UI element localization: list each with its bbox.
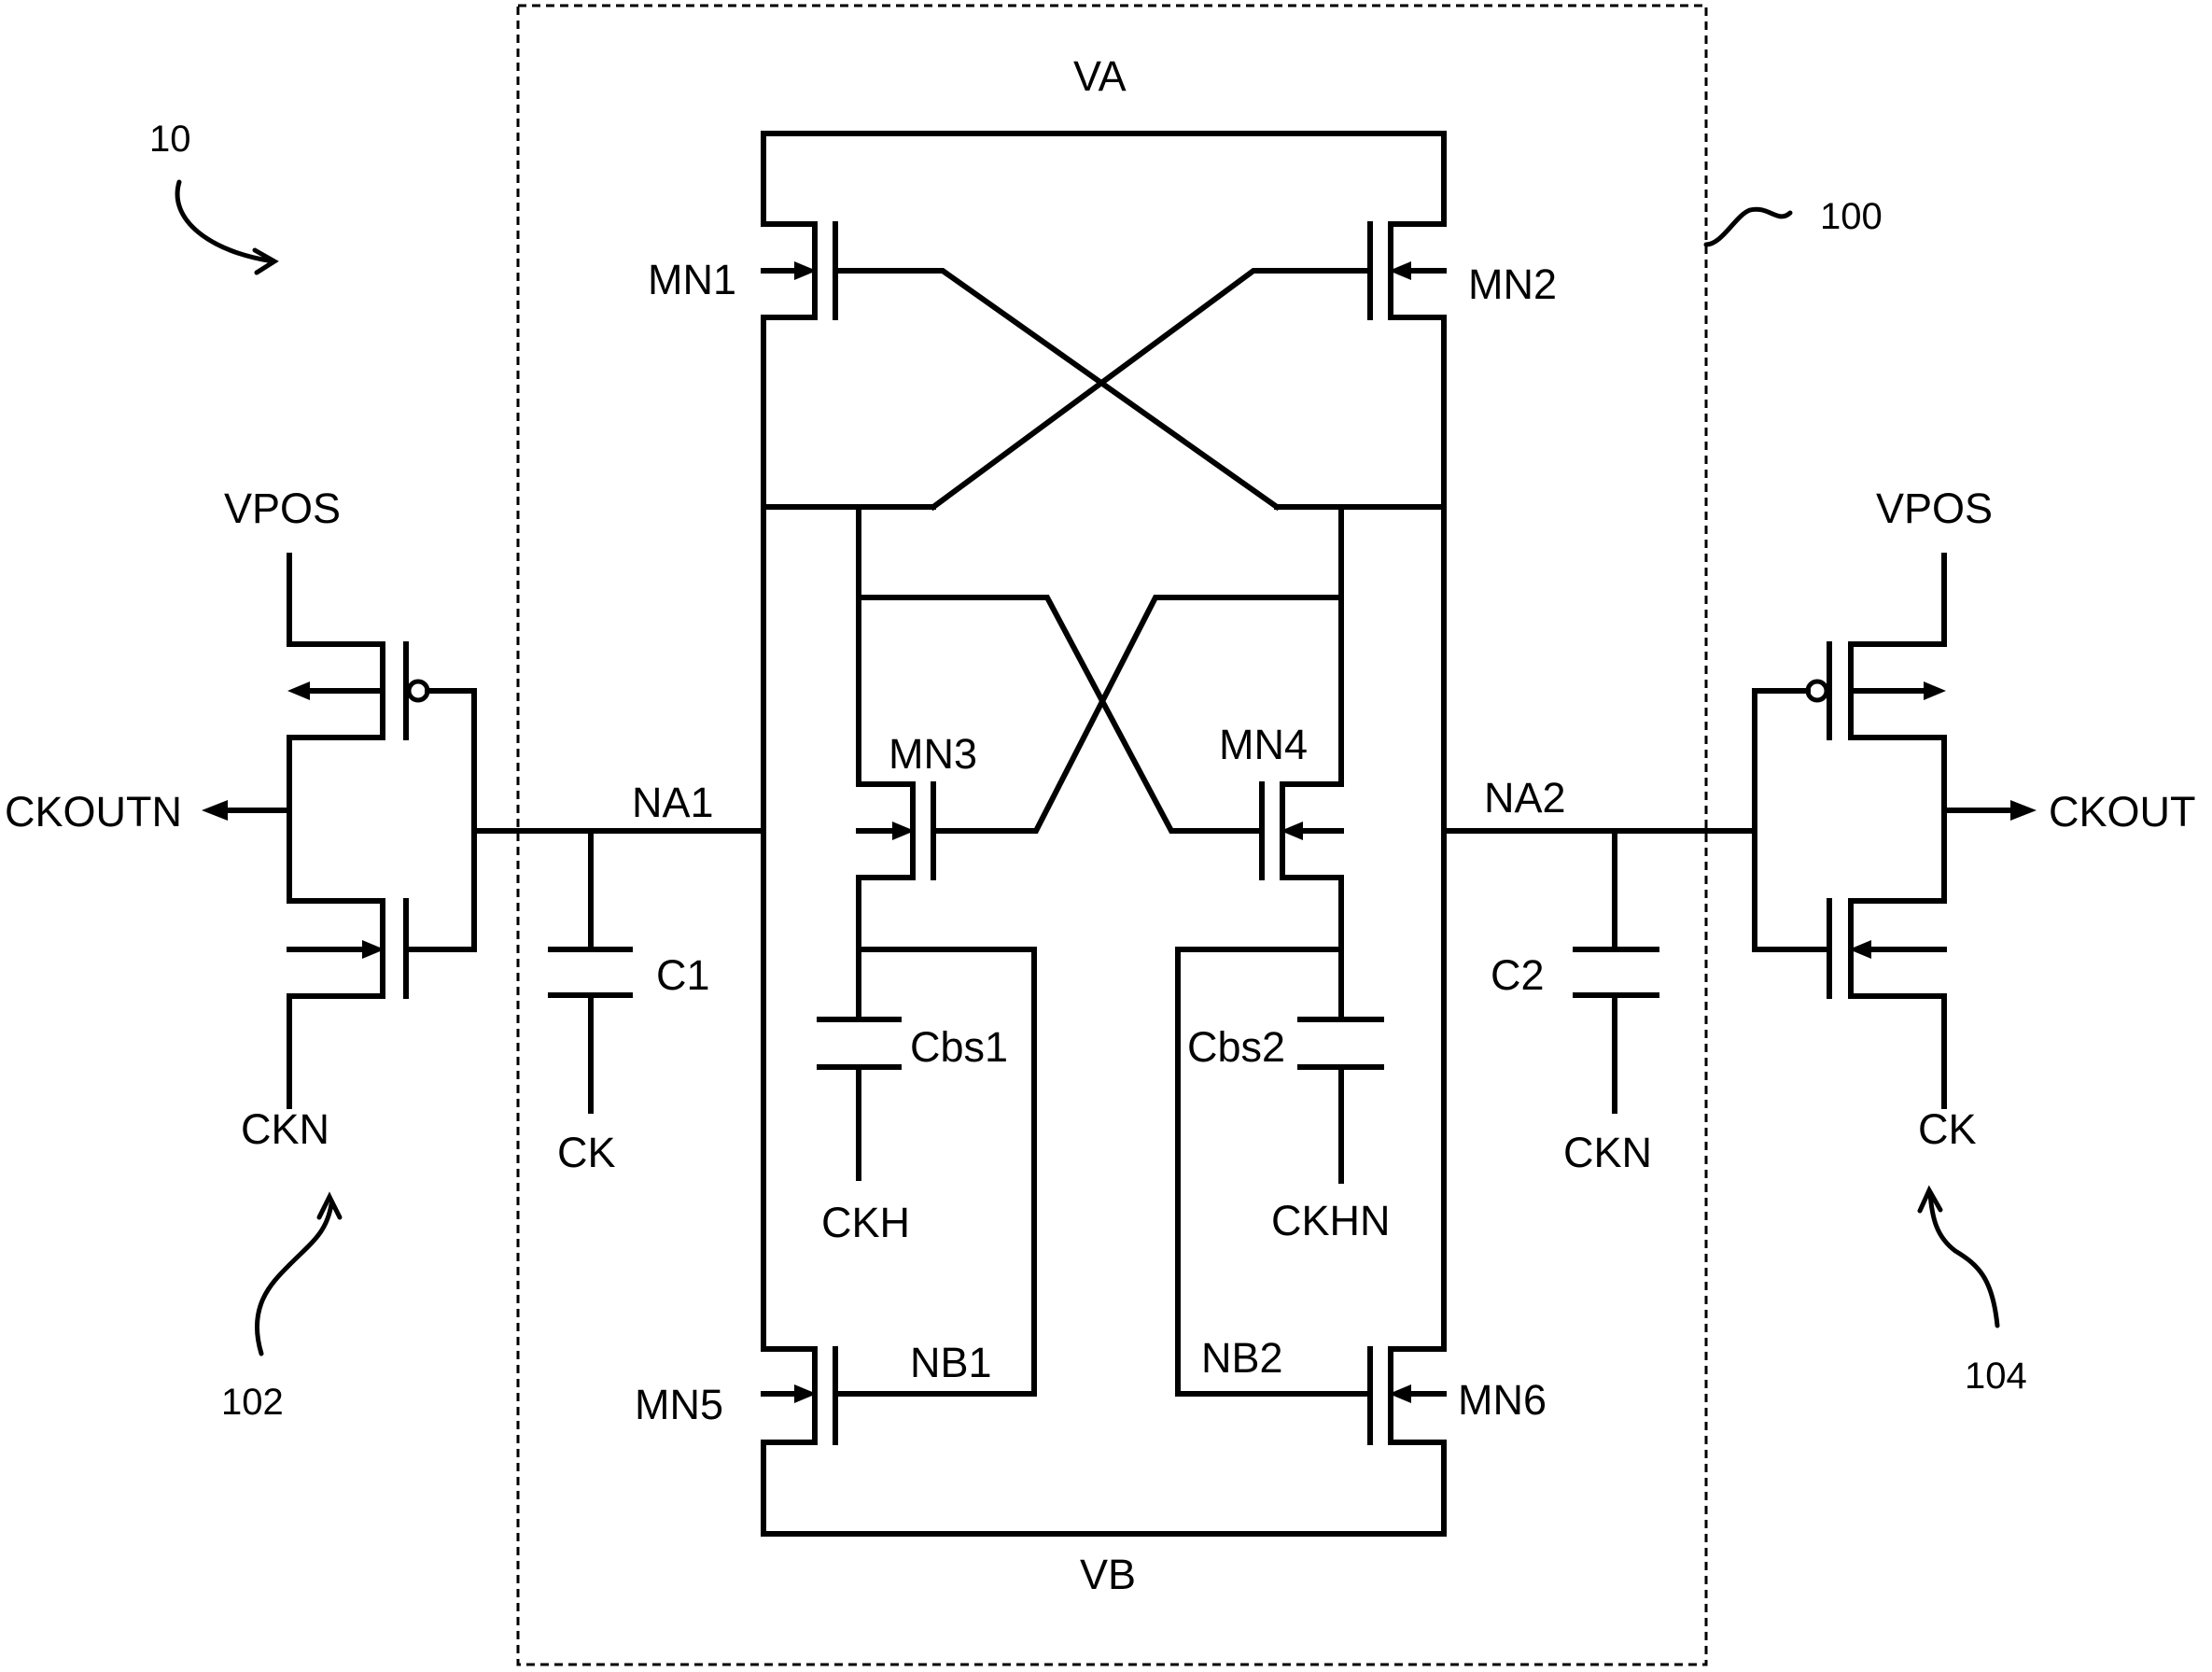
label-mn3: MN3 [889,730,977,778]
transistor-mn4 [1262,784,1341,878]
capacitor-c1 [551,949,630,995]
label-cbs2: Cbs2 [1187,1023,1285,1071]
label-c1: C1 [656,951,710,999]
label-vpos-right: VPOS [1876,485,1993,532]
label-ckoutn: CKOUTN [5,788,182,836]
capacitor-c2 [1575,949,1657,995]
reference-leaders [177,182,1997,1354]
capacitor-cbs1 [819,1019,899,1067]
label-nb1: NB1 [910,1339,992,1386]
inverter-104 [1755,555,2037,1106]
label-na2: NA2 [1484,774,1566,822]
ref-100: 100 [1820,196,1883,237]
capacitor-cbs2 [1300,1019,1381,1067]
label-nb2: NB2 [1201,1334,1283,1382]
transistor-mn1 [763,224,835,317]
label-cbs1: Cbs1 [910,1023,1008,1071]
label-ckn-left: CKN [241,1105,329,1153]
label-va: VA [1073,52,1127,100]
ref-102: 102 [221,1382,284,1423]
label-ckh: CKH [821,1199,910,1246]
label-ckn-c2: CKN [1563,1129,1652,1176]
inverter-102 [202,555,474,1106]
labels: VA VB MN1 MN2 MN3 MN4 MN5 MN6 NA1 NA2 NB… [5,52,2196,1598]
label-mn1: MN1 [648,256,736,303]
label-mn6: MN6 [1458,1376,1547,1424]
label-mn2: MN2 [1468,260,1557,308]
label-mn4: MN4 [1219,721,1308,768]
ref-104: 104 [1965,1356,2027,1397]
label-ckhn: CKHN [1271,1197,1391,1244]
label-vpos-left: VPOS [224,485,341,532]
label-ck-right: CK [1918,1105,1977,1153]
transistor-mn6 [1370,1349,1444,1442]
label-na1: NA1 [632,779,714,826]
transistor-mn2 [1370,224,1444,317]
transistor-mn5 [763,1349,835,1442]
ref-10: 10 [149,119,191,160]
transistor-mn3 [859,784,933,878]
label-ck-c1: CK [557,1129,616,1176]
label-c2: C2 [1491,951,1545,999]
label-vb: VB [1080,1551,1136,1598]
label-mn5: MN5 [635,1381,723,1428]
label-ckout: CKOUT [2049,788,2196,836]
